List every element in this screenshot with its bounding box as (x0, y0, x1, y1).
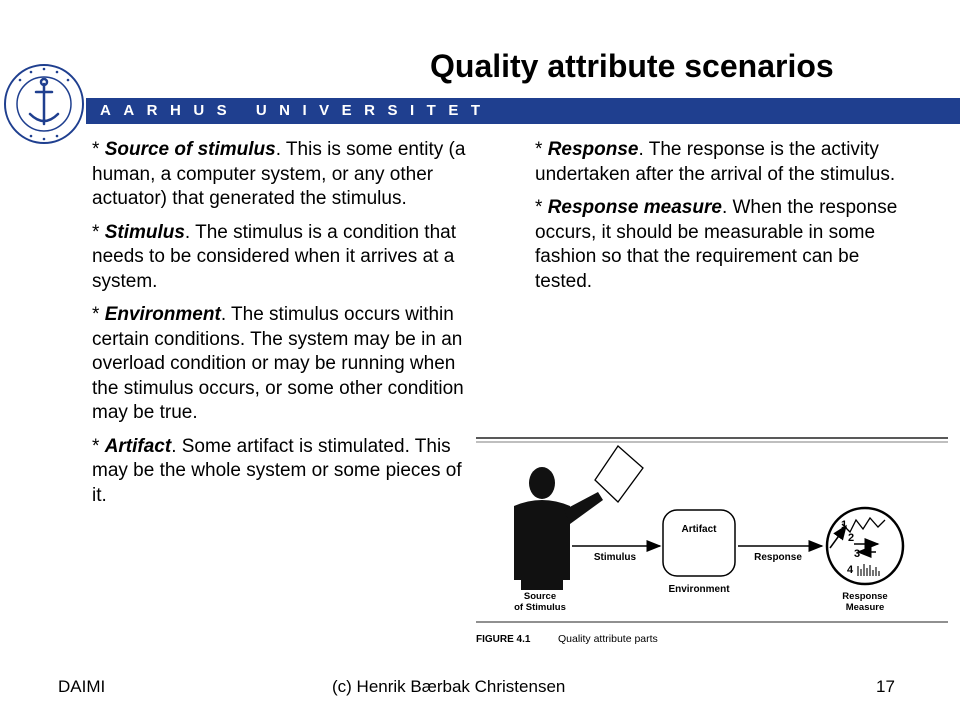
figure-label-response: Response (754, 552, 802, 563)
university-seal-logo (4, 64, 84, 144)
figure-label-measure-line2: Measure (846, 602, 885, 613)
definition-environment: . The stimulus occurs within certain con… (92, 304, 464, 423)
footer-page-number: 17 (876, 677, 895, 696)
definition-response-measure: . When the response occurs, it should be… (535, 197, 898, 292)
term-environment: Environment (104, 304, 221, 325)
term-response: Response (547, 139, 639, 160)
paragraph-stimulus: * Stimulus. The stimulus is a condition … (92, 221, 466, 295)
figure-label-source-line2: of Stimulus (514, 602, 566, 613)
measure-number-1: 1 (841, 519, 847, 531)
left-text-column: * Source of stimulus. This is some entit… (92, 138, 466, 517)
paper-document-icon (594, 445, 644, 503)
measure-number-3: 3 (854, 548, 860, 560)
definition-source-of-stimulus: . This is some entity (a human, a comput… (92, 139, 466, 209)
figure-label-artifact: Artifact (681, 524, 717, 535)
quality-attribute-figure: Source of Stimulus Stimulus Artifact Env… (476, 437, 948, 645)
paragraph-source-of-stimulus: * Source of stimulus. This is some entit… (92, 138, 466, 212)
right-text-column: * Response. The response is the activity… (535, 138, 910, 303)
bullet-marker: * (92, 139, 105, 160)
artifact-box (662, 509, 736, 577)
slide-title: Quality attribute scenarios (430, 48, 834, 84)
bullet-marker: * (92, 435, 105, 457)
paragraph-artifact: * Artifact. Some artifact is stimulated.… (92, 435, 466, 509)
measure-number-4: 4 (847, 564, 854, 576)
definition-stimulus: . The stimulus is a condition that needs… (92, 221, 456, 292)
person-silhouette-icon (514, 467, 603, 590)
figure-caption-text: Quality attribute parts (558, 633, 658, 645)
footer-copyright: (c) Henrik Bærbak Christensen (332, 677, 566, 696)
paragraph-response: * Response. The response is the activity… (535, 138, 910, 187)
figure-label-source-line1: Source (524, 591, 556, 602)
figure-label-stimulus: Stimulus (594, 552, 637, 563)
university-name: AARHUS UNIVERSITET (100, 102, 493, 119)
paragraph-environment: * Environment. The stimulus occurs withi… (92, 303, 466, 426)
response-measure-dial-icon (825, 506, 905, 586)
footer-department: DAIMI (58, 677, 106, 696)
definition-response: . The response is the activity undertake… (535, 139, 896, 185)
bullet-marker: * (535, 139, 548, 160)
term-source-of-stimulus: Source of stimulus (104, 139, 276, 160)
measure-number-2: 2 (848, 532, 854, 544)
university-brand-bar (86, 98, 960, 124)
term-artifact: Artifact (104, 435, 172, 457)
figure-label-measure-line1: Response (842, 591, 887, 602)
bullet-marker: * (92, 304, 105, 325)
bullet-marker: * (535, 197, 548, 218)
term-response-measure: Response measure (547, 197, 722, 218)
figure-label-environment: Environment (668, 584, 730, 595)
definition-artifact: . Some artifact is stimulated. This may … (92, 435, 462, 506)
paragraph-response-measure: * Response measure. When the response oc… (535, 196, 910, 294)
figure-caption-number: FIGURE 4.1 (476, 634, 531, 645)
term-stimulus: Stimulus (104, 221, 185, 243)
bullet-marker: * (92, 221, 105, 243)
